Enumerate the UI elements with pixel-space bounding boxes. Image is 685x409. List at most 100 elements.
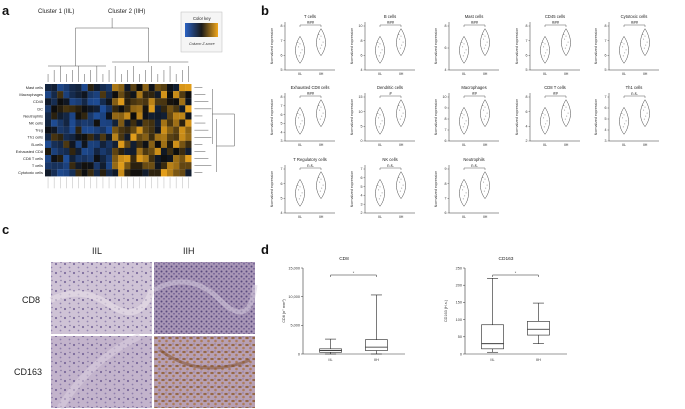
- heatmap-cell: [154, 126, 161, 134]
- heatmap-cell: [160, 133, 168, 141]
- violin-y-tick-label: 6: [605, 54, 607, 58]
- heatmap-cell: [69, 169, 76, 177]
- violin-point: [462, 46, 464, 48]
- violin-y-tick-label: 8: [605, 24, 607, 28]
- violin-x-tick-label: IIH: [564, 72, 569, 76]
- violin-y-label: Normalized expression: [515, 28, 519, 65]
- heatmap-cell: [75, 112, 82, 120]
- violin-point: [402, 41, 404, 43]
- heatmap-cell: [51, 98, 58, 106]
- violin-point: [301, 120, 303, 122]
- violin-significance: ###: [471, 20, 479, 25]
- heatmap-cell: [106, 84, 113, 92]
- heatmap-cell: [148, 155, 155, 163]
- heatmap-cell: [179, 133, 186, 141]
- heatmap-cell: [81, 91, 88, 99]
- heatmap-cell: [112, 140, 119, 148]
- heatmap-cell: [148, 140, 155, 148]
- violin-point: [319, 109, 321, 111]
- heatmap-cell: [87, 98, 94, 106]
- violin-point: [542, 41, 544, 43]
- heatmap-row-label: Exhausted CD8: [16, 149, 43, 154]
- violin-shape: [459, 106, 469, 135]
- heatmap-cell: [106, 119, 113, 127]
- heatmap-cell: [99, 169, 107, 177]
- violin-shape: [295, 178, 305, 207]
- heatmap-cell: [69, 105, 76, 113]
- heatmap-row-label: Th1 cells: [27, 135, 43, 140]
- heatmap-cell: [179, 105, 186, 113]
- violin-significance: ###: [631, 20, 639, 25]
- violin-point: [646, 41, 648, 43]
- heatmap-cell: [63, 91, 70, 99]
- heatmap-cell: [69, 140, 76, 148]
- heatmap-cell: [154, 105, 161, 113]
- violin-point: [320, 178, 322, 180]
- violin-point: [398, 34, 400, 36]
- violin-point: [465, 120, 467, 122]
- violin-title: CD45 cells: [545, 14, 565, 19]
- boxplot-box: [527, 321, 550, 336]
- heatmap-cell: [63, 147, 70, 156]
- violin-point: [564, 118, 566, 120]
- boxplot-y-tick-label: 0: [298, 352, 300, 356]
- heatmap-cell: [142, 84, 149, 92]
- heatmap-cell: [136, 155, 143, 163]
- violin-title: Exhausted CD8 cells: [291, 85, 330, 90]
- violin-point: [299, 114, 301, 116]
- heatmap-cell: [160, 84, 168, 92]
- violin-significance-bracket: [544, 24, 567, 27]
- violin-y-tick-label: 8: [281, 95, 283, 99]
- violin-point: [642, 34, 644, 36]
- boxplot-x-tick-label: IIL: [490, 358, 494, 362]
- heatmap-cell: [142, 119, 149, 127]
- violin-point: [566, 115, 568, 117]
- violin-point: [400, 178, 402, 180]
- heatmap-cell: [167, 84, 174, 92]
- heatmap-cell: [124, 140, 131, 148]
- heatmap-row-label: B-cells: [31, 142, 43, 147]
- heatmap-cell: [160, 105, 168, 113]
- heatmap-cell: [99, 112, 107, 120]
- heatmap-cell: [51, 126, 58, 134]
- heatmap-cell: [45, 140, 52, 148]
- violin-point: [645, 115, 647, 117]
- heatmap-cell: [63, 126, 70, 134]
- heatmap-row-label: Treg: [35, 128, 43, 133]
- violin-y-label: Normalized expression: [594, 99, 598, 136]
- heatmap-cell: [99, 140, 107, 148]
- violin-title: Dendritic cells: [377, 85, 403, 90]
- violin-y-tick-label: 10: [359, 110, 363, 114]
- heatmap-cell: [112, 133, 119, 141]
- heatmap-cell: [93, 169, 100, 177]
- heatmap-cell: [69, 91, 76, 99]
- heatmap-cell: [160, 169, 168, 177]
- violin-point: [399, 47, 401, 49]
- heatmap-cell: [148, 84, 155, 92]
- heatmap-cell: [93, 126, 100, 134]
- violin-point: [462, 189, 464, 191]
- violin-point: [379, 114, 381, 116]
- violin-x-tick-label: IIL: [298, 72, 302, 76]
- heatmap-cell: [106, 112, 113, 120]
- violin-point: [301, 49, 303, 51]
- violin-x-tick-label: IIL: [298, 215, 302, 219]
- heatmap-cell: [51, 84, 58, 92]
- heatmap-cell: [106, 140, 113, 148]
- heatmap-cell: [51, 105, 58, 113]
- heatmap-cell: [148, 169, 155, 177]
- violin-significance-bracket: [463, 95, 486, 98]
- violin-point: [542, 112, 544, 114]
- cluster1-label: Cluster 1 (IIL): [38, 9, 74, 15]
- boxplot-y-tick-label: 10,000: [288, 295, 300, 299]
- violin-point: [399, 38, 401, 40]
- violin-point: [485, 115, 487, 117]
- heatmap-cell: [57, 147, 64, 156]
- heatmap-cell: [45, 91, 52, 99]
- heatmap-cell: [160, 98, 168, 106]
- heatmap-cell: [45, 84, 52, 92]
- color-key-axis-label: Column Z-score: [189, 42, 215, 46]
